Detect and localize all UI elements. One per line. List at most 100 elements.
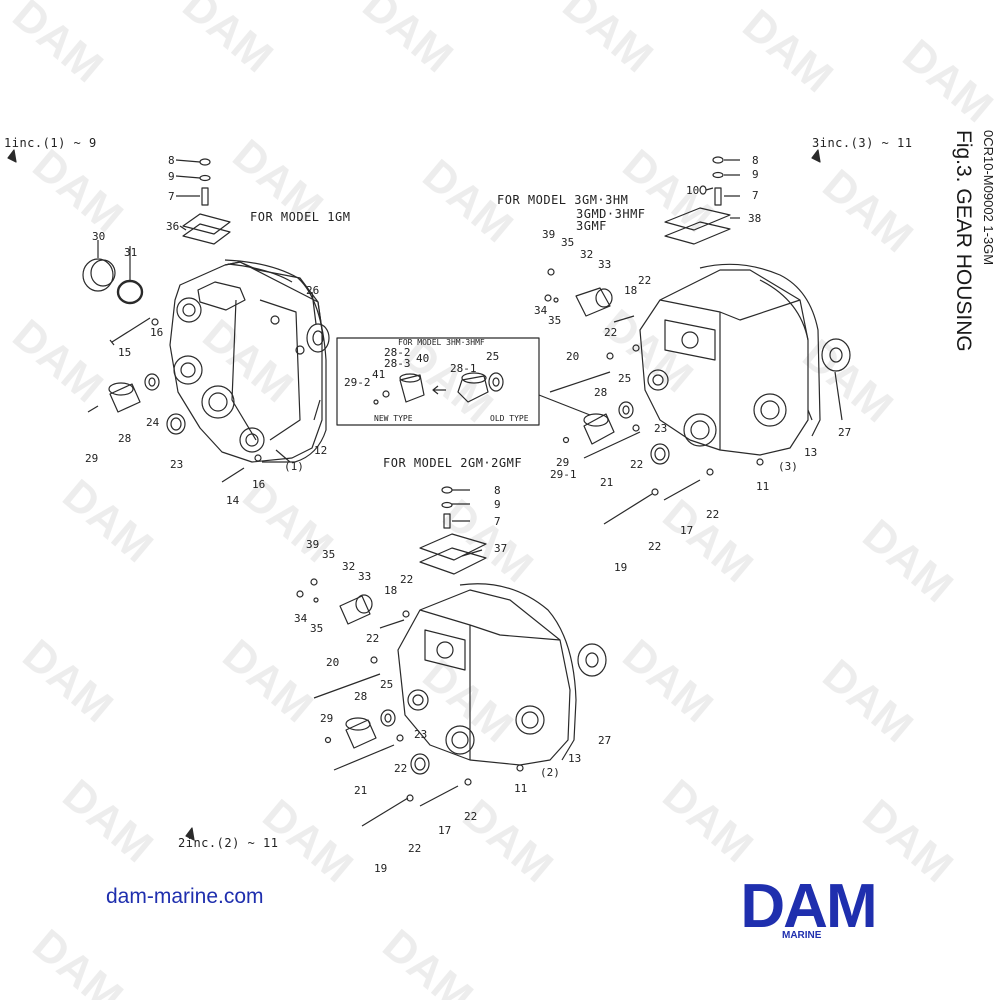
part-label: 8 [752,154,759,167]
logo-subtitle: MARINE [782,930,822,941]
part-label: 7 [168,190,175,203]
part-label: 29 [556,456,570,469]
part-label: 22 [706,508,720,521]
part-label: 28-3 [384,357,411,370]
part-label: 27 [598,734,612,747]
dam-logo: DAM [740,873,877,941]
part-label: 33 [358,570,372,583]
part-label: 22 [408,842,422,855]
part-label: 22 [630,458,644,471]
model-label-3gmf: 3GMF [576,219,607,233]
part-label: 17 [680,524,694,537]
part-label: (3) [778,460,798,473]
part-label: 21 [354,784,368,797]
part-label: 29-2 [344,376,371,389]
figure-title: Fig.3. GEAR HOUSING [952,130,975,352]
part-label: 16 [150,326,164,339]
model-label-3gmd: 3GMD·3HMF [576,207,646,221]
part-label: 8 [494,484,501,497]
part-label: 28 [354,690,368,703]
part-label: 17 [438,824,452,837]
housing-3gm [639,263,821,456]
part-label: 27 [838,426,852,439]
part-label: 29 [85,452,99,465]
part-label: 25 [486,350,500,363]
part-label: 33 [598,258,612,271]
part-label: 18 [384,584,398,597]
part-label: 18 [624,284,638,297]
part-label: 9 [752,168,759,181]
part-label: (2) [540,766,560,779]
part-label: 19 [614,561,628,574]
part-label: 9 [494,498,501,511]
part-label: 20 [566,350,580,363]
part-label: 26 [306,284,320,297]
model-label-3gm: FOR MODEL 3GM·3HM [497,193,629,207]
part-label: 30 [92,230,106,243]
model-label-1gm: FOR MODEL 1GM [250,210,351,224]
part-label: 23 [414,728,428,741]
part-label: 28-2 [384,346,411,359]
inc-label-top-right: 3inc.(3) ~ 11 [812,136,913,150]
part-label: 23 [170,458,184,471]
part-label: 23 [654,422,668,435]
part-label: 25 [618,372,632,385]
inset-frame [336,337,540,426]
part-label: 32 [342,560,356,573]
part-label: (1) [284,460,304,473]
part-label: 28-1 [450,362,477,375]
part-label: 7 [752,189,759,202]
logo-text: DAM [740,873,875,941]
part-label: 29 [320,712,334,725]
part-label: 36 [166,220,180,233]
document-code: 0CR10-M09002 1-3GM [981,130,996,266]
part-label: 8 [168,154,175,167]
part-label: 29-1 [550,468,577,481]
part-label: 7 [494,515,501,528]
part-label: 20 [326,656,340,669]
part-label: 16 [252,478,266,491]
part-label: 31 [124,246,138,259]
part-label: 32 [580,248,594,261]
part-label: 22 [604,326,618,339]
part-label: 38 [748,212,762,225]
inset-new-type: NEW TYPE [374,414,413,423]
part-label: 22 [394,762,408,775]
part-label: 24 [146,416,160,429]
part-label: 37 [494,542,508,555]
model-label-2gm: FOR MODEL 2GM·2GMF [383,456,523,470]
inc-label-top-left: 1inc.(1) ~ 9 [4,136,97,150]
inset-title: FOR MODEL 3HM·3HMF [398,338,485,347]
inset-old-type: OLD TYPE [490,414,529,423]
part-label: 22 [638,274,652,287]
part-label: 15 [118,346,132,359]
part-label: 13 [804,446,818,459]
watermark-layer [3,0,1000,1000]
housing-2gm [397,583,577,766]
part-label: 22 [648,540,662,553]
part-label: 28 [118,432,132,445]
part-label: 21 [600,476,614,489]
part-label: 11 [514,782,528,795]
part-label: 41 [372,368,386,381]
part-label: 10 [686,184,700,197]
part-label: 19 [374,862,388,875]
part-label: 12 [314,444,328,457]
part-label: 22 [400,573,414,586]
part-label: 14 [226,494,240,507]
part-label: 35 [548,314,562,327]
part-label: 22 [464,810,478,823]
part-label: 22 [366,632,380,645]
part-label: 13 [568,752,582,765]
part-label: 34 [294,612,308,625]
website-link[interactable]: dam-marine.com [106,885,264,908]
part-label: 11 [756,480,770,493]
part-label: 40 [416,352,430,365]
part-label: 39 [542,228,556,241]
part-label: 35 [310,622,324,635]
part-label: 34 [534,304,548,317]
part-label: 35 [322,548,336,561]
part-label: 28 [594,386,608,399]
